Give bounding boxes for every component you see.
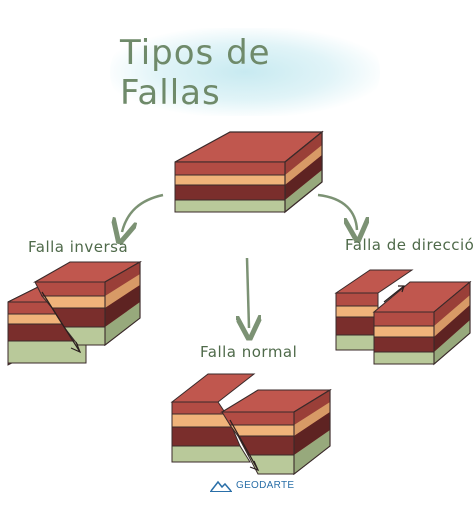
block-falla-inversa [7, 261, 143, 366]
block-falla-direccion [334, 269, 472, 366]
page-title: Tipos de Fallas [120, 33, 271, 113]
title-highlight [110, 28, 380, 116]
arrow-to-direccion [317, 193, 357, 230]
geodarte-logo: GEODARTE [210, 474, 300, 496]
arrow-to-normal [247, 257, 249, 328]
label-falla-normal: Falla normal [200, 343, 298, 361]
label-falla-direccion: Falla de dirección [345, 236, 474, 254]
label-falla-inversa: Falla inversa [28, 238, 129, 256]
block-falla-normal [170, 373, 332, 476]
arrow-to-inversa [122, 193, 164, 232]
logo-text: GEODARTE [236, 479, 295, 491]
mountain-icon [210, 480, 232, 492]
block-unfaulted [174, 130, 324, 214]
